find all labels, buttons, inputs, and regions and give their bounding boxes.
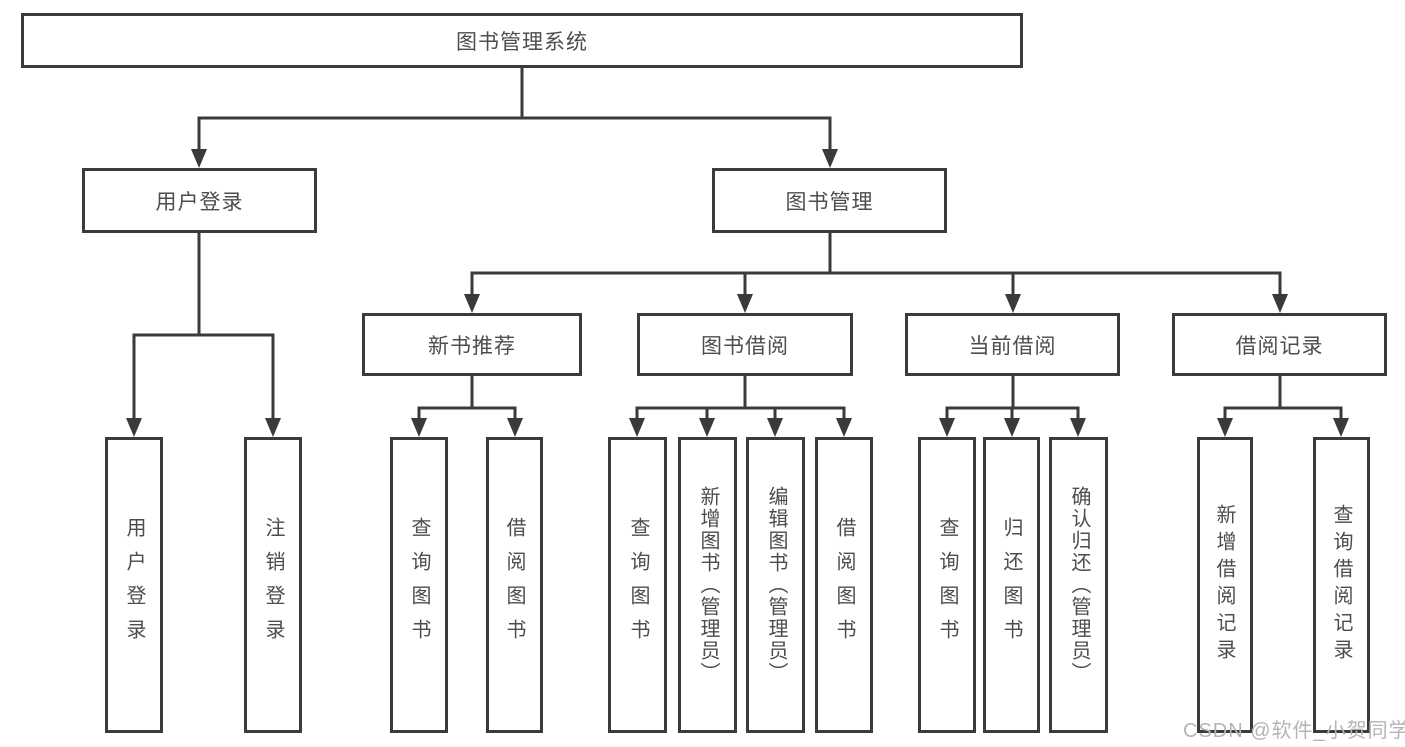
watermark: CSDN @软件_小贺同学: [1183, 720, 1405, 742]
node-user-login: 用户登录: [82, 168, 317, 233]
leaf-logout: 注销登录: [244, 437, 302, 733]
leaf-query-books-borrow: 查询图书: [608, 437, 667, 733]
leaf-confirm-return-admin: 确认归还（管理员）: [1049, 437, 1108, 733]
leaf-add-book-admin: 新增图书（管理员）: [678, 437, 737, 733]
leaf-query-borrow-record: 查询借阅记录: [1313, 437, 1370, 733]
leaf-borrow-books: 借阅图书: [815, 437, 873, 733]
node-new-book-recommend: 新书推荐: [362, 313, 582, 376]
leaf-query-books-current: 查询图书: [918, 437, 976, 733]
node-book-management: 图书管理: [712, 168, 947, 233]
node-current-borrow: 当前借阅: [905, 313, 1120, 376]
leaf-edit-book-admin: 编辑图书（管理员）: [746, 437, 805, 733]
node-book-borrow: 图书借阅: [637, 313, 853, 376]
leaf-return-books: 归还图书: [983, 437, 1040, 733]
leaf-borrow-books-recommend: 借阅图书: [486, 437, 543, 733]
node-root: 图书管理系统: [21, 13, 1023, 68]
node-borrow-records: 借阅记录: [1172, 313, 1387, 376]
leaf-user-login: 用户登录: [105, 437, 163, 733]
leaf-add-borrow-record: 新增借阅记录: [1197, 437, 1253, 733]
leaf-query-books-recommend: 查询图书: [390, 437, 448, 733]
arrowhead-icons: [126, 149, 1349, 437]
